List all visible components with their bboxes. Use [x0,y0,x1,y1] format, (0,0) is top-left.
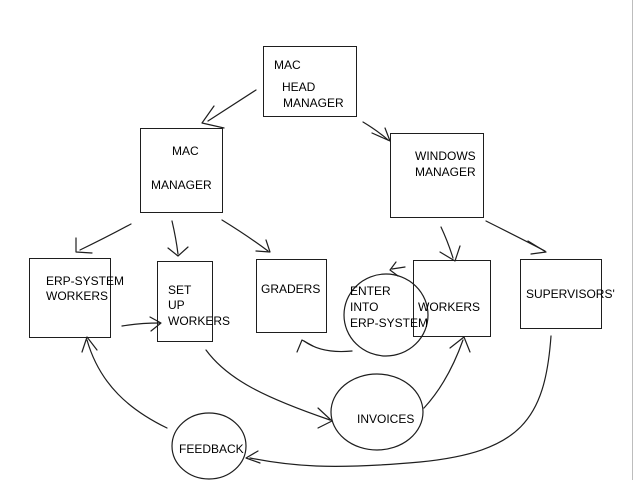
arrow-setup-to-invoices [205,349,331,421]
arrow-head-to-windows-manager [362,121,389,141]
enter-into-erp-line3: ERP-SYSTEM [350,316,429,330]
arrowhead-graders-2 [296,339,314,353]
arrow-enter-to-workers [391,266,406,270]
supervisors-box [520,259,602,329]
arrow-mac-to-graders [221,219,269,252]
set-up-workers-line2: UP [168,298,185,312]
arrowhead-mac-manager [201,105,225,129]
mac-head-manager-line3: MANAGER [283,96,344,110]
supervisors-label: SUPERVISORS' [526,287,615,301]
arrowhead-windows-manager [371,127,391,142]
windows-manager-line1: WINDOWS [415,149,476,163]
mac-manager-box [140,128,223,213]
arrowhead-graders [255,239,271,253]
arrowhead-workers-2 [449,336,471,353]
invoices-label: INVOICES [357,412,415,426]
arrowhead-erp-2 [81,336,98,353]
arrow-mac-to-setup [171,220,179,255]
arrow-windows-to-workers [440,226,454,259]
mac-manager-line2: MANAGER [151,178,212,192]
arrowhead-erp [75,237,93,254]
graders-box [256,259,327,333]
feedback-circle [171,412,247,480]
windows-manager-box [390,133,484,218]
erp-system-workers-box [29,258,111,338]
arrowhead-setup-2 [149,316,162,332]
invoices-circle [330,373,424,451]
graders-label: GRADERS [261,282,321,296]
erp-system-workers-line1: ERP-SYSTEM [46,274,125,288]
arrow-mac-to-erp [79,223,132,251]
windows-manager-line2: MANAGER [415,165,476,179]
arrow-supervisors-to-feedback [249,335,552,467]
arrow-invoices-to-workers [423,339,464,409]
arrow-head-to-mac-manager [207,89,257,122]
mac-head-manager-line2: HEAD [282,80,316,94]
arrowhead-workers [439,245,461,262]
arrow-erp-to-setup [121,322,161,327]
enter-into-erp-line2: INTO [350,300,379,314]
arrowhead-enter [389,261,399,277]
arrowhead-supervisors [527,240,547,255]
mac-head-manager-line1: MAC [274,58,301,72]
set-up-workers-box [157,261,213,342]
arrow-feedback-to-erp [86,339,168,429]
set-up-workers-line1: SET [168,283,192,297]
mac-manager-line1: MAC [172,144,199,158]
workers-box [413,260,491,337]
enter-into-erp-circle [343,273,429,357]
enter-into-erp-line1: ENTER [350,284,391,298]
mac-head-manager-box [263,46,357,117]
arrow-enter-to-graders [303,340,353,353]
erp-system-workers-line2: WORKERS [46,289,109,303]
workers-label: WORKERS [418,300,481,314]
frame-edge [632,0,633,480]
arrowhead-setup [167,246,189,257]
set-up-workers-line3: WORKERS [168,314,231,328]
feedback-label: FEEDBACK [179,442,244,456]
arrowhead-feedback [245,450,261,464]
